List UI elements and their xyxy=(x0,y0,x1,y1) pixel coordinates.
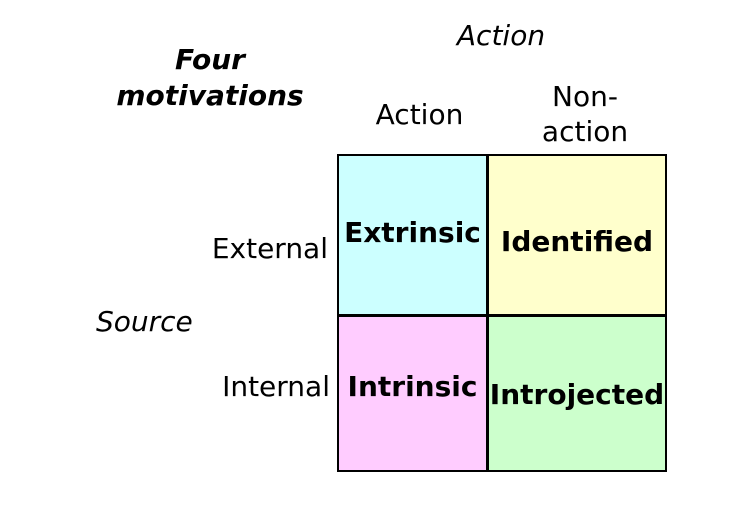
diagram-title-line2: motivations xyxy=(116,79,304,112)
column-header-action: Action xyxy=(375,98,464,131)
column-header-non-action-line1: Non- xyxy=(552,80,618,113)
diagram-title-line1: Four xyxy=(175,43,245,76)
quadrant-extrinsic-label: Extrinsic xyxy=(344,215,481,249)
quadrant-identified: Identified xyxy=(489,156,665,314)
row-header-internal: Internal xyxy=(222,370,330,403)
quadrant-intrinsic: Intrinsic xyxy=(339,317,486,470)
quadrant-introjected: Introjected xyxy=(489,317,665,470)
quadrant-intrinsic-label: Intrinsic xyxy=(347,370,478,403)
quadrant-identified-label: Identified xyxy=(500,224,654,258)
column-header-non-action: Non- action xyxy=(497,79,673,149)
quadrant-introjected-label: Introjected xyxy=(489,378,665,411)
diagram-title: Four motivations xyxy=(55,42,365,114)
row-axis-title: Source xyxy=(96,305,193,338)
column-header-non-action-line2: action xyxy=(541,115,629,148)
quadrant-extrinsic: Extrinsic xyxy=(339,156,486,314)
row-header-external: External xyxy=(211,232,328,265)
column-axis-title: Action xyxy=(456,19,546,52)
matrix-grid: Extrinsic Identified Intrinsic Introject… xyxy=(337,154,667,472)
